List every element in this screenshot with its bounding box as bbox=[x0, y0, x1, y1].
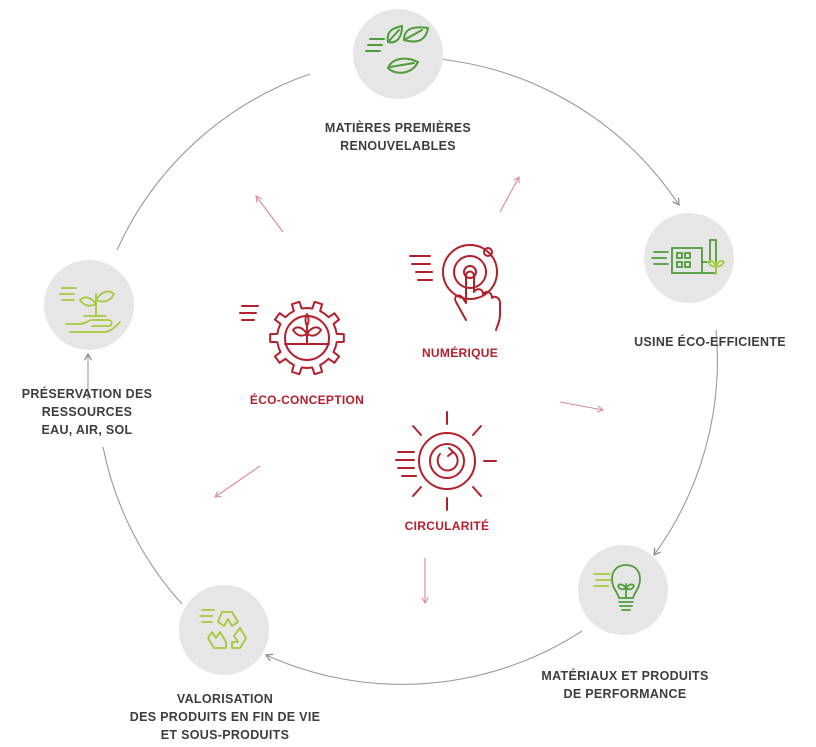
circular-sun-icon bbox=[395, 411, 497, 511]
hand-plant-icon bbox=[59, 287, 121, 333]
gear-plant-icon bbox=[239, 300, 345, 376]
cycle-ring bbox=[83, 57, 718, 685]
factory-icon bbox=[651, 239, 717, 274]
lever-label-digital: NUMÉRIQUE bbox=[421, 346, 499, 360]
cycle-arc bbox=[116, 73, 311, 251]
stage-eco-efficient-plant bbox=[644, 213, 734, 303]
radiating-arrows bbox=[214, 176, 605, 605]
lightbulb-icon bbox=[593, 564, 641, 611]
radiating-arrow bbox=[499, 176, 520, 213]
stage-label-eco-efficient-plant: USINE ÉCO-EFFICIENTE bbox=[634, 335, 786, 349]
radiating-arrow bbox=[214, 465, 261, 498]
radiating-arrow bbox=[559, 401, 605, 413]
stage-performance-materials bbox=[578, 545, 668, 635]
cycle-arc bbox=[653, 329, 718, 557]
stage-resource-preservation bbox=[44, 260, 134, 350]
cycle-arc bbox=[264, 630, 583, 685]
lever-label-eco-design: ÉCO-CONCEPTION bbox=[249, 393, 365, 407]
stage-renewable-raw-materials bbox=[353, 9, 443, 99]
leaves-icon bbox=[365, 24, 430, 74]
radiating-arrow bbox=[255, 195, 284, 233]
stage-label-valorization: VALORISATION DES PRODUITS EN FIN DE VIE … bbox=[129, 692, 321, 743]
lever-circularity bbox=[395, 411, 497, 511]
stage-label-resource-preservation: PRÉSERVATION DES RESSOURCES EAU, AIR, SO… bbox=[21, 387, 153, 438]
stage-valorization bbox=[179, 585, 269, 675]
lever-label-circularity: CIRCULARITÉ bbox=[404, 519, 490, 533]
stage-label-renewable-raw-materials: MATIÈRES PREMIÈRES RENOUVELABLES bbox=[324, 121, 472, 154]
touch-target-icon bbox=[409, 244, 501, 331]
cycle-arc bbox=[102, 446, 183, 605]
lever-eco-design bbox=[239, 300, 345, 376]
stage-label-performance-materials: MATÉRIAUX ET PRODUITS DE PERFORMANCE bbox=[541, 669, 709, 702]
lever-digital bbox=[409, 244, 501, 331]
cycle-arc bbox=[426, 57, 680, 207]
recycle-icon bbox=[199, 609, 247, 649]
